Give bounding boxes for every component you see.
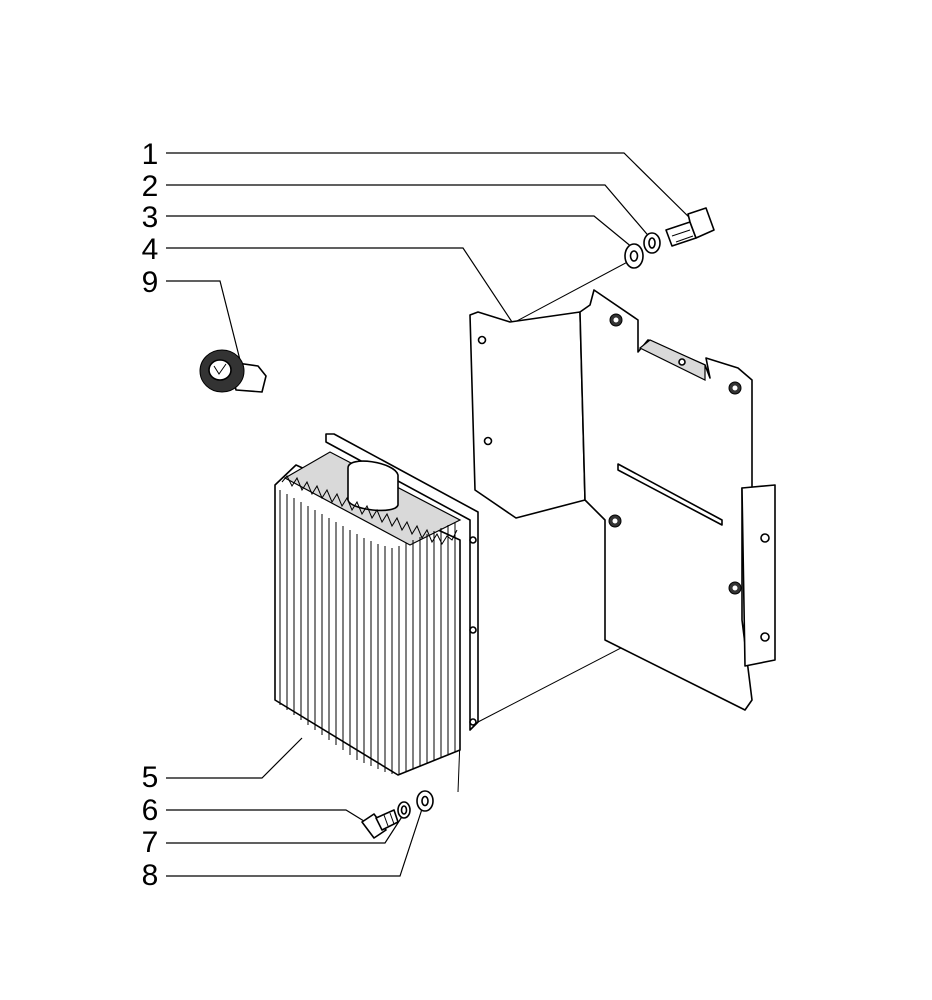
callout-5[interactable]: 5 — [142, 761, 159, 794]
callout-3[interactable]: 3 — [142, 201, 159, 234]
leader-5 — [166, 737, 303, 779]
callout-8[interactable]: 8 — [142, 859, 159, 892]
leader-9 — [166, 280, 241, 361]
leader-2 — [166, 184, 653, 241]
heatsink-fins — [279, 490, 456, 775]
part-1-bolt[interactable] — [665, 207, 715, 247]
callout-4[interactable]: 4 — [142, 233, 159, 266]
part-8-flat-washer[interactable] — [416, 790, 434, 812]
callout-2[interactable]: 2 — [142, 170, 159, 203]
leader-8 — [166, 805, 424, 877]
part-4-mounting-bracket[interactable] — [469, 289, 776, 711]
callout-6[interactable]: 6 — [142, 794, 159, 827]
leader-6 — [166, 809, 373, 827]
leader-1 — [166, 152, 701, 229]
part-6-bolt[interactable] — [361, 809, 399, 839]
leader-3 — [166, 215, 634, 249]
callout-1[interactable]: 1 — [142, 138, 159, 171]
part-3-flat-washer[interactable] — [624, 243, 644, 269]
alignment-line-upper — [499, 257, 636, 331]
part-7-lock-washer[interactable] — [397, 801, 411, 819]
callout-9[interactable]: 9 — [142, 266, 159, 299]
part-9-indicator-lamp[interactable] — [199, 349, 267, 393]
callout-labels: 1 2 3 4 9 5 6 7 8 — [142, 138, 159, 892]
callout-7[interactable]: 7 — [142, 826, 159, 859]
part-2-lock-washer[interactable] — [643, 232, 661, 254]
part-5-heatsink-unit[interactable] — [274, 433, 479, 776]
leader-4 — [166, 247, 513, 323]
